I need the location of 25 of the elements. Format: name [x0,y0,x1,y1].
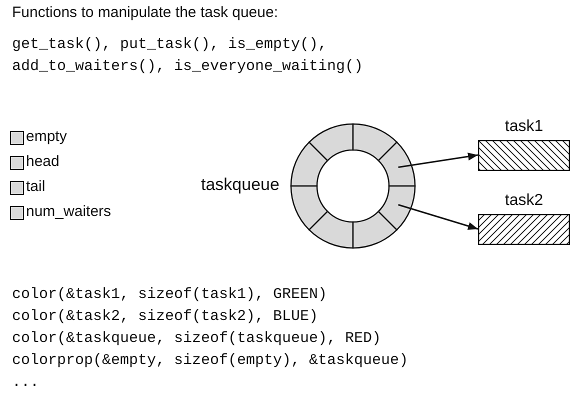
ring-segment [378,185,416,230]
ring-label: taskqueue [201,175,280,195]
ring-segment [308,123,354,162]
ring-segment [352,123,398,162]
box-label: task2 [504,192,544,210]
ring-segment [352,210,398,249]
legend-label: tail [26,178,46,195]
title: Functions to manipulate the task queue: [12,4,278,21]
legend-label: num_waiters [26,203,112,220]
arrow [398,152,478,168]
legend-label: head [26,153,60,170]
code-line: get_task(), put_task(), is_empty(), [12,36,328,53]
ring-segment [378,142,416,187]
ring-segment [308,210,354,249]
code-line: color(&task2, sizeof(task2), BLUE) [12,308,318,325]
legend-label: empty [26,128,67,145]
code-line: ... [12,374,40,391]
code-line: add_to_waiters(), is_everyone_waiting() [12,58,364,75]
ring-segment [290,142,328,187]
ring-segment [290,185,328,230]
code-line: color(&taskqueue, sizeof(taskqueue), RED) [12,330,382,347]
code-line: color(&task1, sizeof(task1), GREEN) [12,286,328,303]
arrow [398,204,478,230]
box-label: task1 [504,118,544,136]
code-line: colorprop(&empty, sizeof(empty), &taskqueue) [12,352,408,369]
